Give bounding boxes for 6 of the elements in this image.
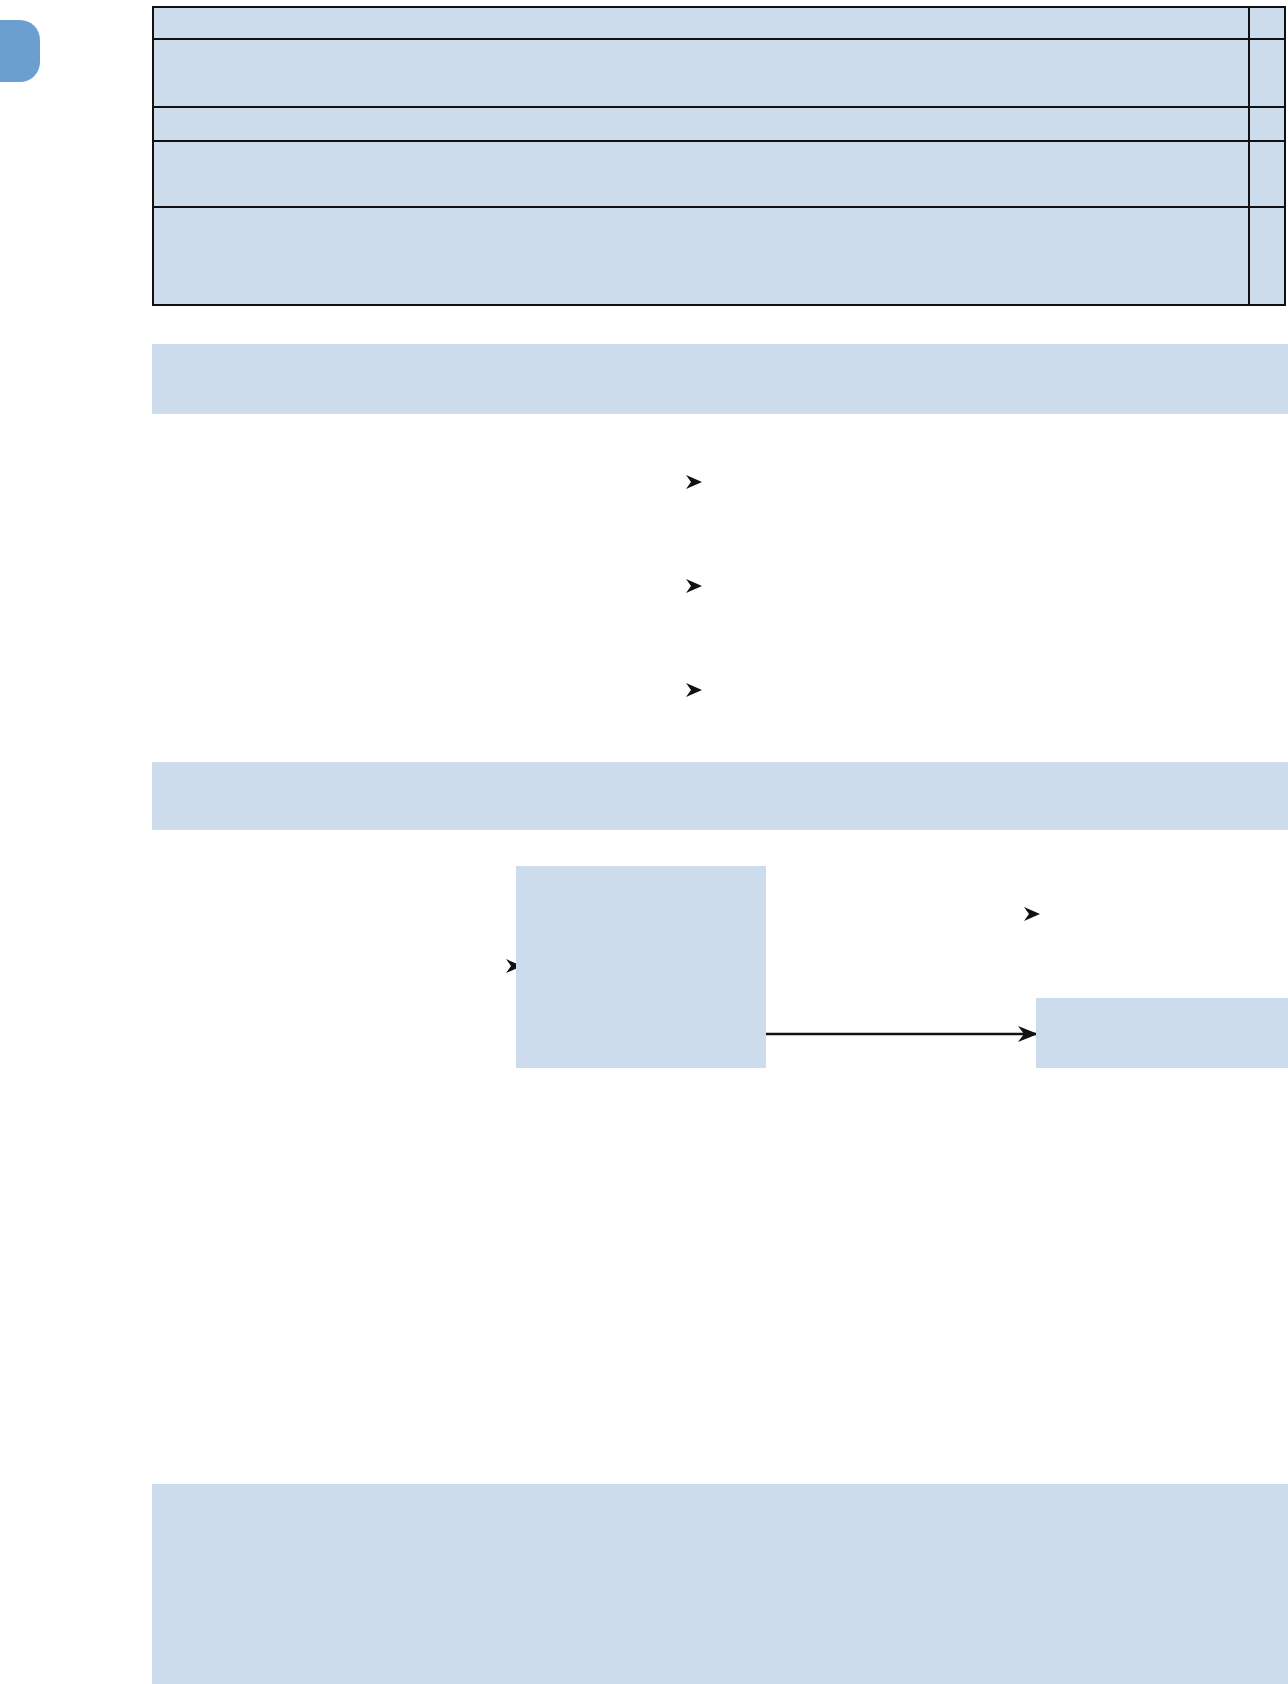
process-box — [1036, 998, 1288, 1068]
process-box — [516, 866, 766, 1068]
note-panel — [152, 1484, 1288, 1684]
section-band — [152, 344, 1288, 414]
arrow — [766, 1026, 1038, 1042]
section-band — [152, 762, 1288, 830]
